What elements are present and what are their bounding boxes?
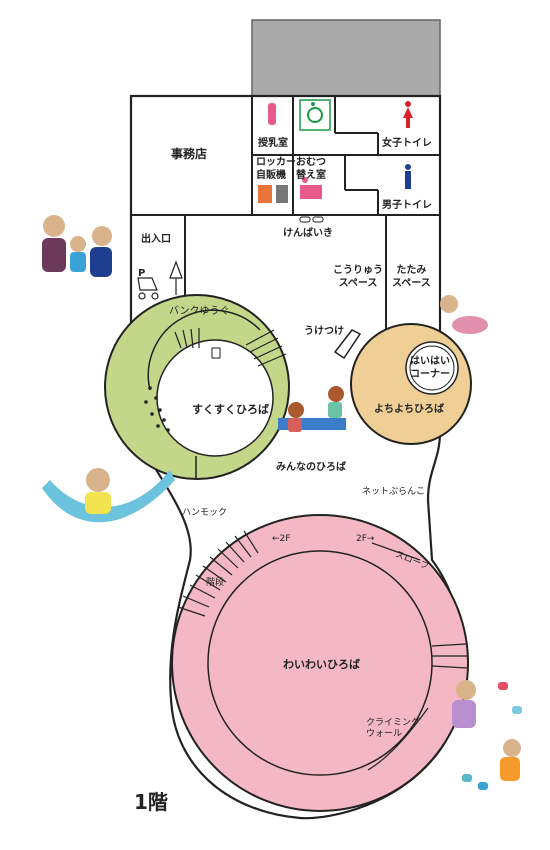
office-label: 事務店 [171, 147, 208, 161]
yochiyochi-area [350, 323, 472, 445]
floor-label: 1階 [134, 790, 168, 814]
family-illustration [42, 215, 112, 277]
locker-icon [258, 185, 288, 203]
ticket-machine-icon [299, 216, 324, 223]
sukusuku-label: すくすくひろば [192, 403, 269, 416]
male-icon [405, 164, 411, 189]
to-2f-left-label: ←2F [272, 534, 291, 544]
waiwai-label: わいわいひろば [283, 658, 360, 671]
sukusuku-area [104, 294, 290, 480]
bank-play-label: バンクゆうぐ [169, 306, 230, 317]
nursing-room-label: 授乳室 [258, 138, 288, 149]
waiwai-area [171, 514, 469, 812]
exchange-space-label: こうりゅう スペース [333, 265, 383, 289]
bottle-icon [268, 103, 276, 125]
umbrella-icon [169, 260, 183, 295]
folding-space-label: たたみ スペース [392, 265, 431, 289]
climbing-label: クライミング ウォール [366, 718, 421, 740]
reception-counter [333, 329, 362, 360]
stroller-parking-icon [137, 277, 159, 300]
net-swing-label: ネットぶらんこ [362, 487, 426, 497]
sitting-kids-illustration [288, 386, 344, 432]
interior-walls [131, 96, 440, 330]
womens-toilet-label: 女子トイレ [382, 138, 432, 149]
climbing-kids-illustration [452, 680, 522, 790]
to-2f-right-label: 2F→ [356, 534, 375, 544]
diaper-change-icon [300, 177, 322, 199]
stairs-label: 階段 [206, 578, 225, 588]
bank-stairs [245, 329, 287, 367]
female-icon [403, 101, 413, 128]
hammock-illustration [42, 468, 175, 523]
yochiyochi-label: よちよちひろば [374, 404, 444, 415]
haihai-label: はいはい コーナー [410, 356, 450, 380]
reception-label: うけつけ [304, 326, 344, 337]
gray-block [251, 19, 441, 97]
accessible-toilet-icon [299, 99, 331, 131]
parking-sign-label: P [138, 268, 146, 279]
minna-label: みんなのひろば [276, 462, 346, 473]
locker-room-label: ロッカー 自販機 [256, 157, 296, 181]
entrance-label: 出入口 [141, 234, 171, 245]
mens-toilet-label: 男子トイレ [382, 200, 432, 211]
diaper-room-label: おむつ 替え室 [296, 157, 326, 181]
hammock-label: ハンモック [182, 508, 228, 518]
ticket-machine-label: けんばいき [283, 228, 333, 239]
crawling-baby-illustration [440, 295, 488, 334]
